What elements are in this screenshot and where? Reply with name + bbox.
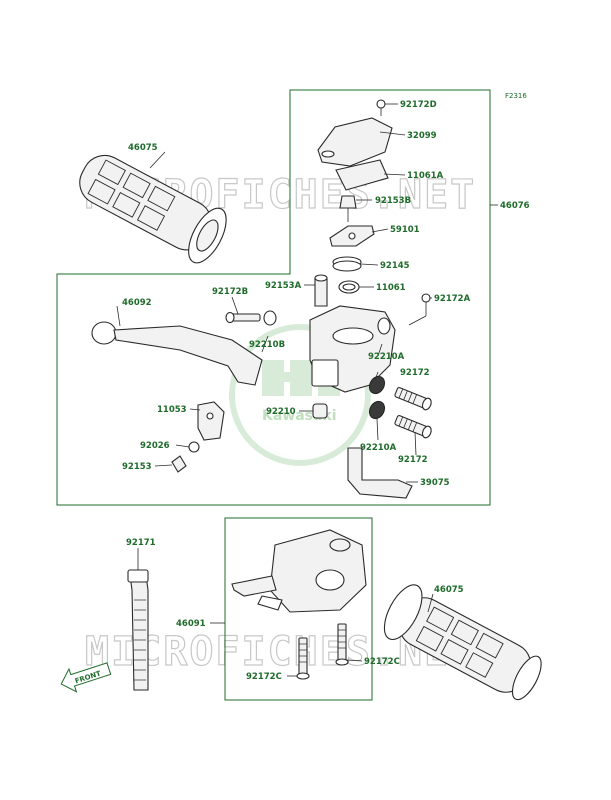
washer-92210 (312, 403, 328, 419)
lever-39075 (347, 447, 413, 499)
label-92210A-upper: 92210A (368, 352, 405, 362)
label-92210: 92210 (266, 407, 296, 417)
washer-92210A-lower (368, 400, 386, 420)
label-46075-bottom: 46075 (434, 585, 464, 595)
diaphragm-11061A (335, 159, 389, 191)
label-11061: 11061 (376, 283, 406, 293)
label-92153B: 92153B (375, 196, 411, 206)
label-39075: 39075 (420, 478, 450, 488)
screw-92172C-left (296, 637, 310, 680)
label-92172C-left: 92172C (246, 672, 282, 682)
washer-92210A-upper (368, 375, 386, 395)
label-92172-lower: 92172 (398, 455, 428, 465)
label-46076: 46076 (500, 201, 530, 211)
band-92171 (127, 569, 149, 691)
label-92210B: 92210B (249, 340, 285, 350)
washer-92210B (263, 310, 277, 326)
label-92172B: 92172B (212, 287, 248, 297)
part-labels: 46075 92172D 32099 11061A 92153B 46076 5… (122, 100, 530, 682)
assembly-46091-outline (224, 517, 373, 701)
plate-59101 (329, 225, 375, 247)
label-92172A: 92172A (434, 294, 471, 304)
label-92172-upper: 92172 (400, 368, 430, 378)
label-92210A-lower: 92210A (360, 443, 397, 453)
label-92153A: 92153A (265, 281, 302, 291)
screw-92172-upper (394, 387, 432, 411)
label-92172D: 92172D (400, 100, 437, 110)
label-92026: 92026 (140, 441, 170, 451)
screw-92172-lower (394, 415, 432, 439)
label-32099: 32099 (407, 131, 437, 141)
switch-11053 (197, 401, 225, 441)
washer-92026 (188, 441, 200, 453)
cover-32099 (317, 117, 393, 167)
label-92145: 92145 (380, 261, 410, 271)
lever-46092 (91, 321, 263, 386)
figure-code: F2316 (505, 92, 527, 100)
label-92172C-right: 92172C (364, 657, 400, 667)
leader-lines (116, 103, 498, 677)
label-46075-top: 46075 (128, 143, 158, 153)
screw-92172D (376, 99, 386, 116)
master-cylinder-body (309, 305, 396, 393)
label-46092: 46092 (122, 298, 152, 308)
label-11061A: 11061A (407, 171, 444, 181)
bolt-92153B (339, 195, 357, 222)
assembly-46076-outline (56, 89, 491, 506)
label-11053: 11053 (157, 405, 187, 415)
bolt-92172B (225, 311, 261, 324)
screw-92172A (421, 293, 431, 316)
label-46091: 46091 (176, 619, 206, 629)
oring-11061 (338, 280, 360, 294)
bolt-92153 (171, 455, 187, 473)
grip-46075-bottom (383, 584, 542, 701)
label-92153: 92153 (122, 462, 152, 472)
switch-housing-46091 (231, 529, 367, 613)
spring-92145 (332, 256, 362, 272)
label-92171: 92171 (126, 538, 156, 548)
label-59101: 59101 (390, 225, 420, 235)
screw-92172C-right (335, 623, 349, 666)
bolt-92153A (314, 274, 328, 307)
grip-46075-top (79, 154, 227, 264)
